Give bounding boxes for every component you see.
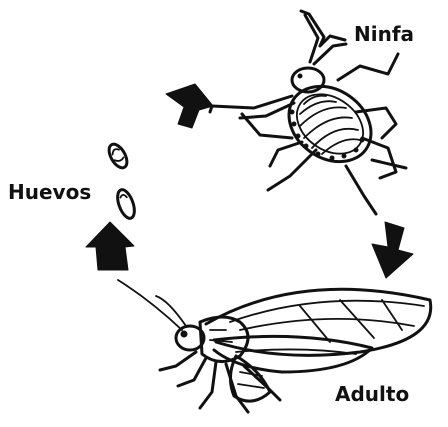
adult-label: Adulto	[335, 384, 409, 404]
eggs-illustration	[105, 141, 137, 220]
arrow-adult-to-eggs	[86, 222, 134, 270]
arrow-eggs-to-nymph	[166, 84, 213, 128]
eggs-label: Huevos	[8, 182, 91, 202]
nymph-label: Ninfa	[354, 24, 414, 44]
arrow-nymph-to-adult	[372, 222, 413, 278]
